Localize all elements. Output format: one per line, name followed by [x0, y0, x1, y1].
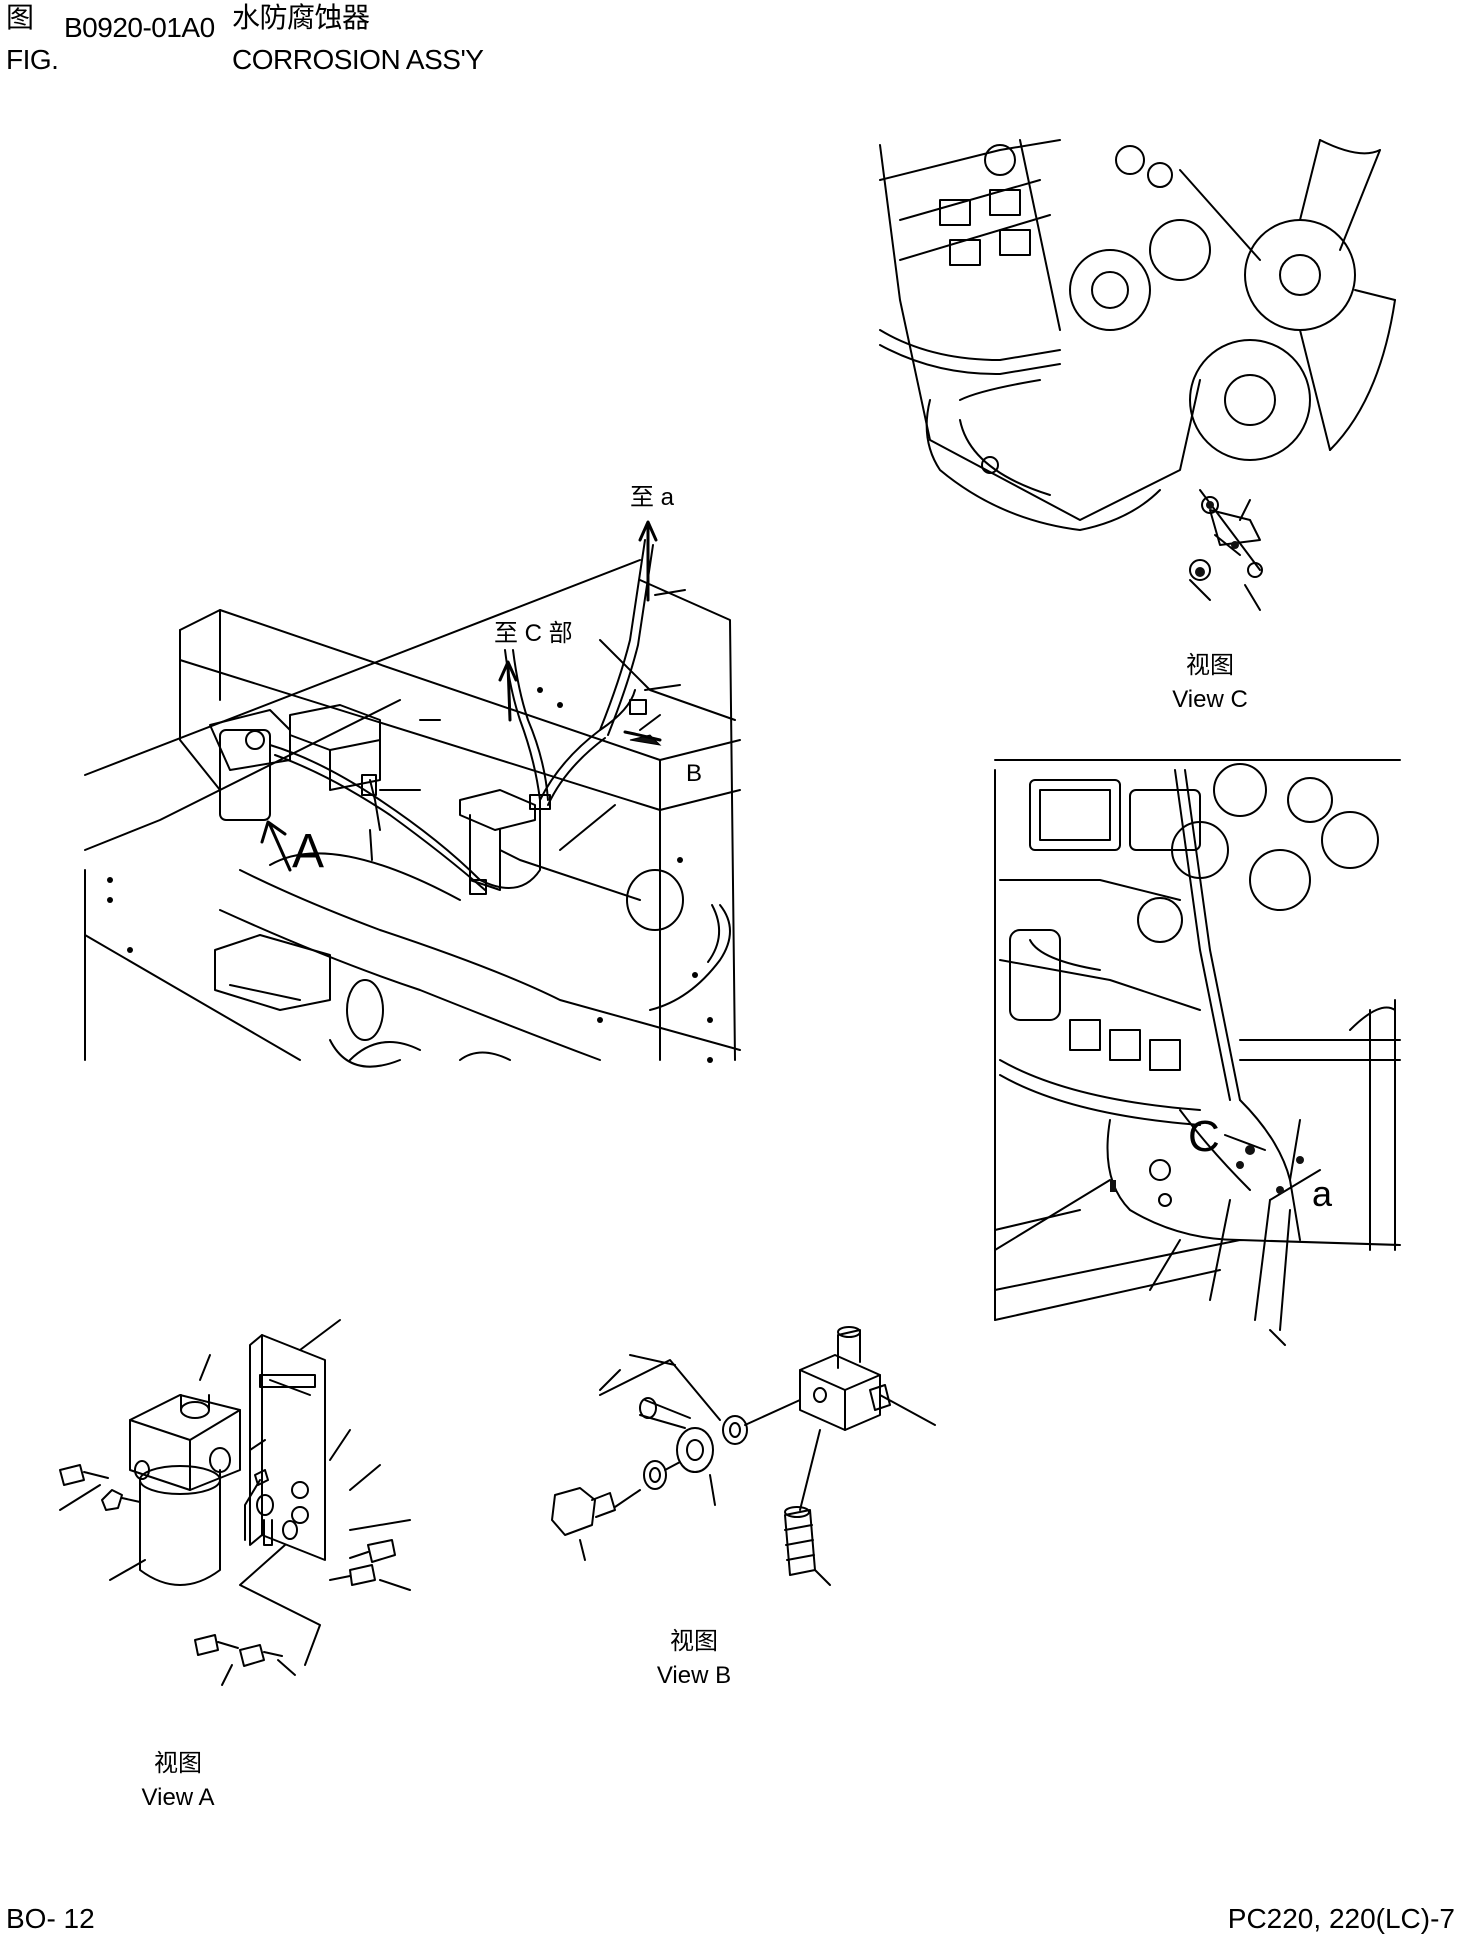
title-cn: 水防腐蚀器 [232, 2, 370, 33]
fig-label-cn: 图 [6, 2, 34, 33]
view-c-caption-cn: 视图 [1186, 652, 1234, 679]
fig-label-en: FIG. [6, 44, 59, 75]
label-to-a: 至 a [630, 484, 675, 511]
view-b-caption-cn: 视图 [670, 1628, 718, 1655]
label-a-engine: a [1312, 1173, 1333, 1214]
view-c-caption-en: View C [1172, 686, 1248, 713]
model-number: PC220, 220(LC)-7 [1227, 1903, 1455, 1934]
view-a-caption-cn: 视图 [154, 1750, 202, 1777]
view-b-caption-en: View B [656, 1662, 732, 1689]
label-to-c: 至 C 部 [494, 620, 573, 647]
label-c-engine: C [1188, 1112, 1220, 1161]
title-en: CORROSION ASS'Y [232, 44, 484, 75]
figure-code: B0920-01A0 [64, 12, 215, 43]
view-a-caption-en: View A [141, 1784, 215, 1811]
page-number: BO- 12 [6, 1903, 95, 1934]
label-view-a-pointer: A [292, 825, 325, 878]
label-b: B [686, 760, 703, 787]
